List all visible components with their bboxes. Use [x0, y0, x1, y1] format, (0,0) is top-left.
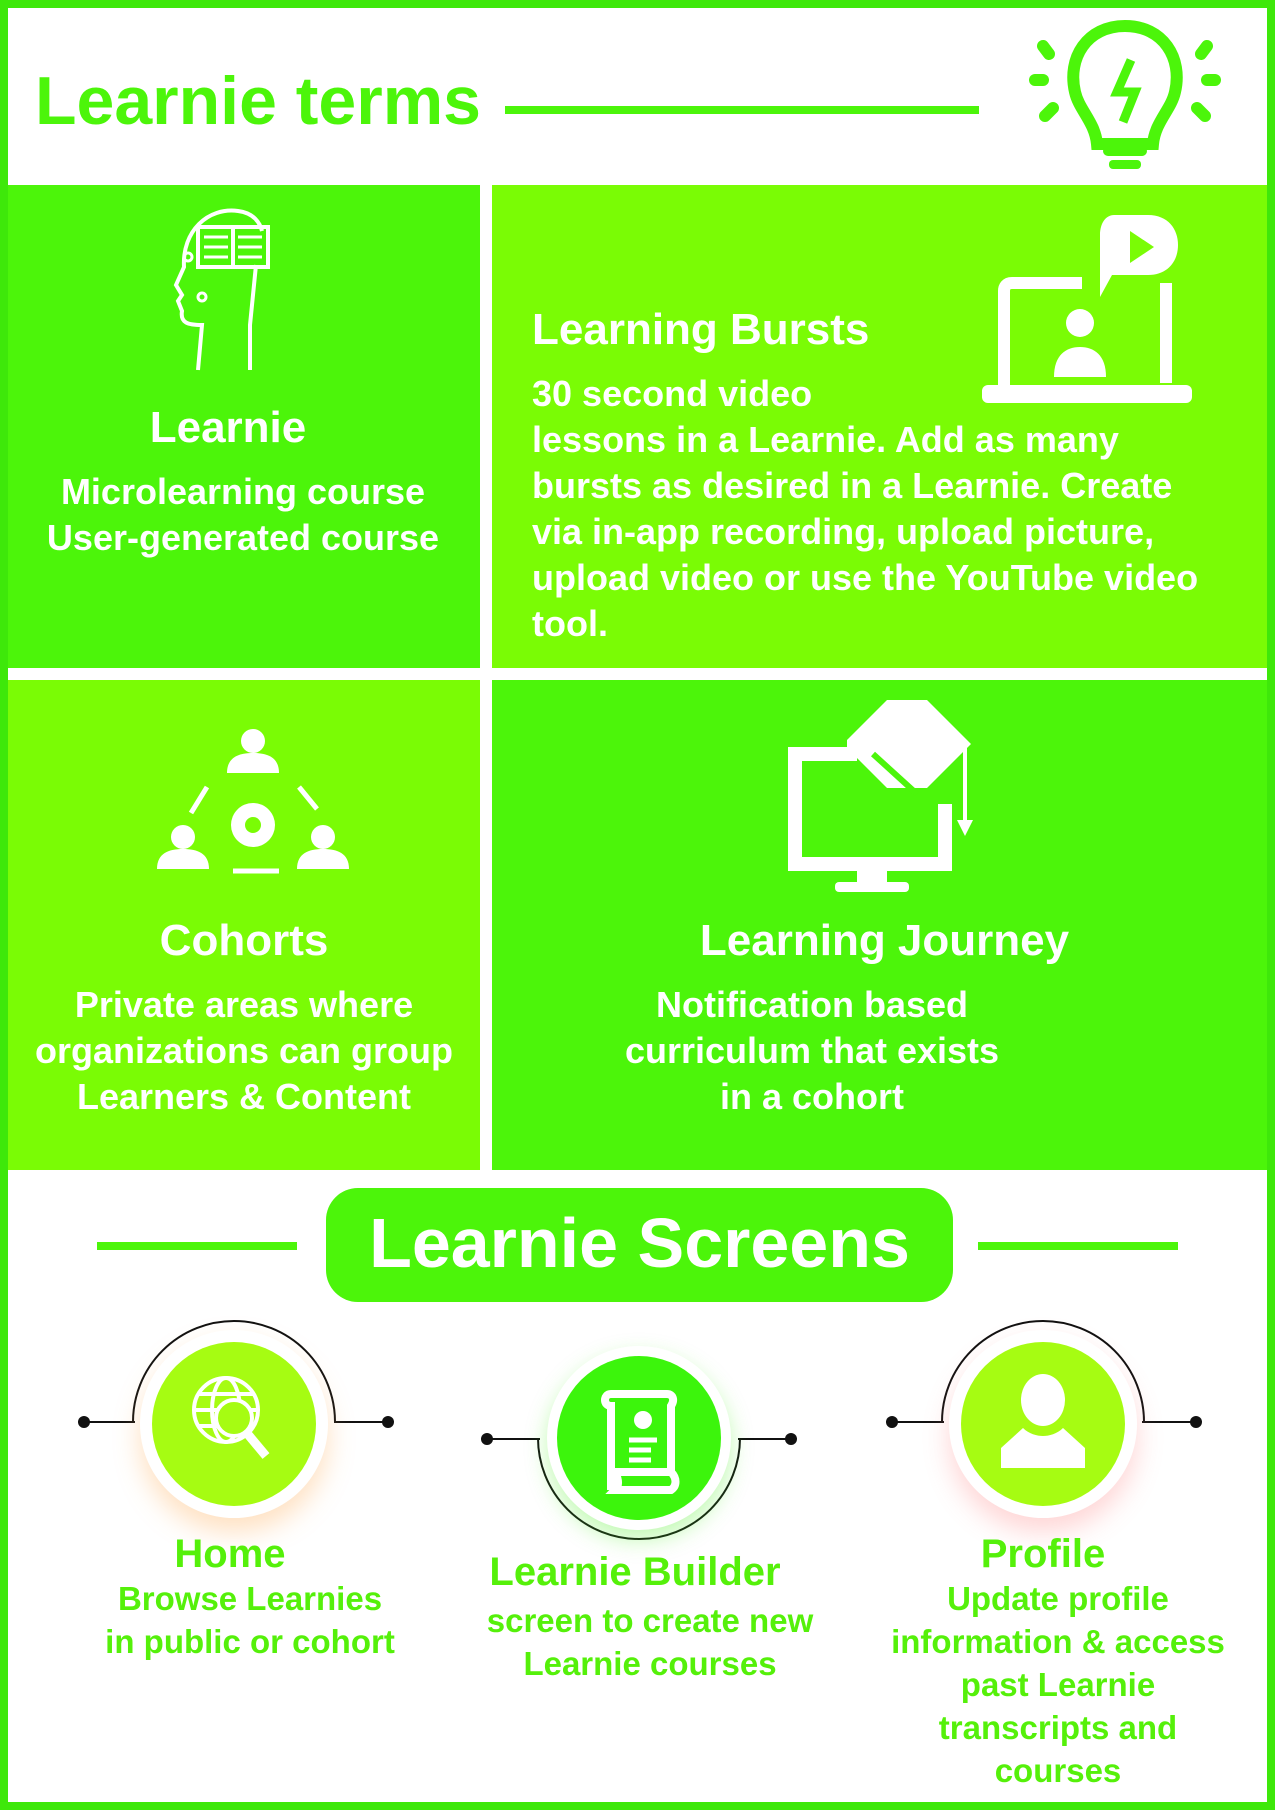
- page-title: Learnie terms: [35, 63, 481, 139]
- screens-divider-left: [97, 1242, 297, 1250]
- laptop-video-icon: [982, 215, 1192, 403]
- builder-circle[interactable]: [557, 1356, 721, 1520]
- term-title: Learning Bursts: [532, 305, 870, 354]
- screens-divider-right: [978, 1242, 1178, 1250]
- connector: [488, 1438, 540, 1440]
- monitor-graduation-icon: [788, 700, 973, 892]
- profile-circle[interactable]: [961, 1342, 1125, 1506]
- connector-dot: [78, 1416, 90, 1428]
- connector: [892, 1421, 944, 1423]
- connector: [738, 1438, 790, 1440]
- lightbulb-icon: [1029, 19, 1221, 169]
- connector-dot: [886, 1416, 898, 1428]
- title-divider: [505, 106, 979, 114]
- connector: [334, 1421, 386, 1423]
- certificate-scroll-icon: [601, 1390, 680, 1494]
- term-title: Learnie: [149, 403, 307, 452]
- globe-search-icon: [192, 1376, 270, 1459]
- connector-dot: [382, 1416, 394, 1428]
- user-icon: [1001, 1374, 1085, 1468]
- connector-dot: [785, 1433, 797, 1445]
- term-title: Learning Journey: [699, 916, 1070, 965]
- head-book-icon: [173, 208, 270, 371]
- connector: [83, 1421, 135, 1423]
- group-gear-icon: [157, 729, 349, 874]
- connector-dot: [1190, 1416, 1202, 1428]
- connector: [1142, 1421, 1194, 1423]
- connector-dot: [481, 1433, 493, 1445]
- term-title: Cohorts: [159, 916, 329, 965]
- home-circle[interactable]: [152, 1342, 316, 1506]
- screens-title: Learnie Screens: [326, 1188, 953, 1302]
